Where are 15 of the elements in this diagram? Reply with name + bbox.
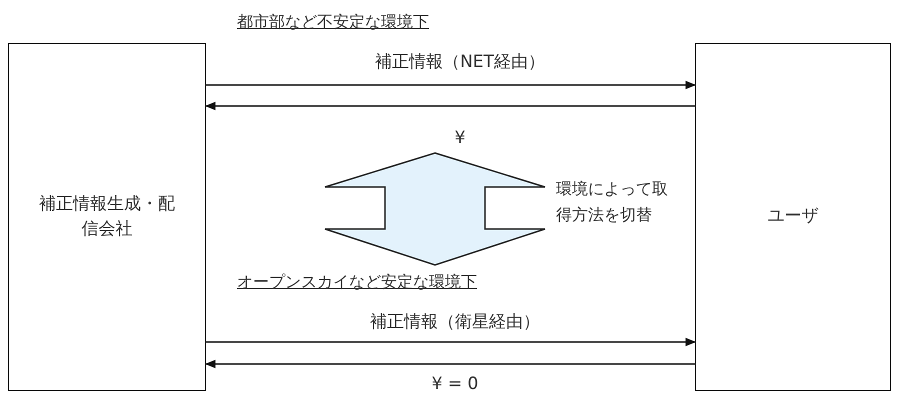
entity-name: ユーザ: [768, 205, 818, 228]
edge-label: ¥: [454, 128, 466, 148]
arrow: [206, 338, 696, 346]
arrow: [204, 102, 695, 110]
condition-heading: 都市部など不安定な環境下: [237, 12, 429, 33]
edge-label: ¥ = 0: [430, 374, 480, 394]
condition-heading: オープンスカイなど安定な環境下: [237, 272, 477, 293]
arrow: [206, 80, 696, 90]
edge-label: 補正情報（NET経由）: [374, 51, 546, 73]
entity-box: [695, 43, 891, 391]
entity-box: [8, 43, 206, 391]
note-text: 環境によって取得方法を切替: [556, 178, 669, 226]
arrow: [204, 360, 695, 368]
edge-label: 補正情報（衛星経由）: [369, 311, 541, 333]
entity-name: 補正情報生成・配信会社: [38, 192, 176, 241]
